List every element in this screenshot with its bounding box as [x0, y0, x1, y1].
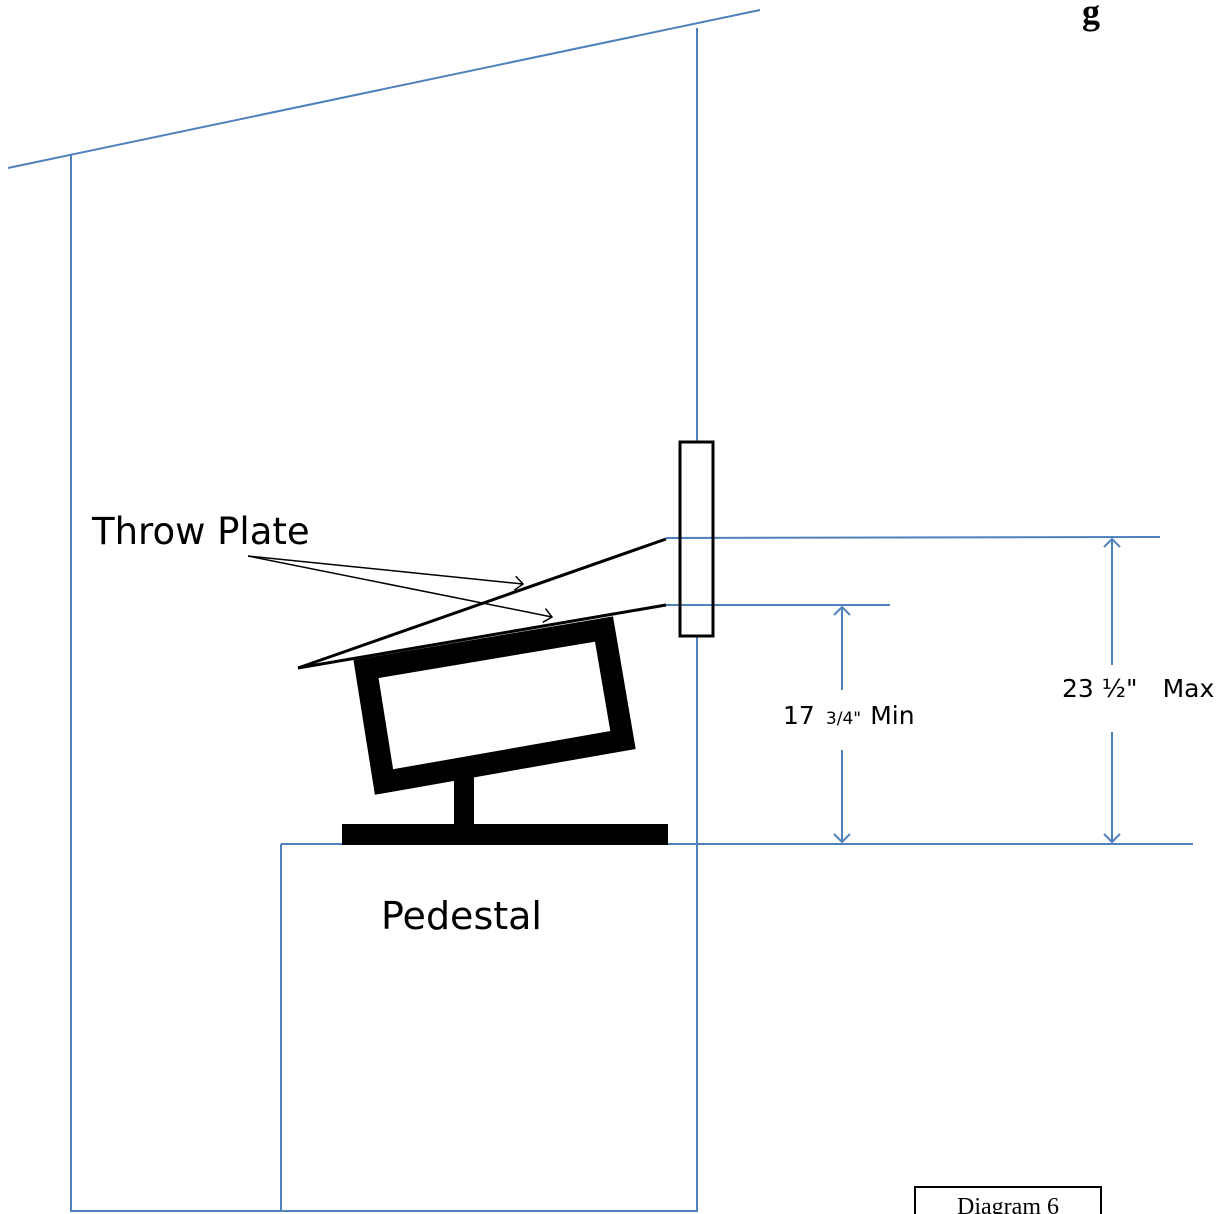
- pedestal-label: Pedestal: [381, 894, 542, 938]
- hopper-stand-base: [342, 824, 668, 845]
- max-dimension-label: 23 ½" Max: [1062, 674, 1214, 703]
- diagram-caption-box: Diagram 6: [914, 1186, 1102, 1214]
- min-dimension-label: 17 3/4" Min: [783, 701, 915, 730]
- min-whole: 17: [783, 701, 815, 730]
- callout-arrow-upper: [247, 555, 525, 591]
- hopper-body-outline: [353, 616, 636, 795]
- min-suffix: Min: [870, 701, 914, 730]
- corner-title-fragment: g: [1082, 0, 1100, 32]
- throw-plate-label: Throw Plate: [91, 510, 310, 553]
- hopper-unit: [342, 616, 668, 845]
- hopper-stand-post: [454, 776, 474, 828]
- callout-arrow-lower: [247, 555, 554, 623]
- caption-text: Diagram 6: [957, 1194, 1059, 1214]
- max-extension-line: [665, 536, 1161, 539]
- throw-plate-callout: [247, 555, 554, 623]
- dimension-lines: [665, 536, 1161, 844]
- min-fraction: 3/4": [826, 709, 861, 729]
- door-jamb-rectangle: [678, 440, 715, 638]
- throw-plate-lower-line: [297, 603, 667, 670]
- max-suffix: Max: [1163, 674, 1215, 703]
- caption-frame: [914, 1186, 1102, 1214]
- roof-line: [7, 9, 761, 169]
- building-outline: [7, 9, 761, 1212]
- max-text: 23 ½": [1062, 674, 1138, 703]
